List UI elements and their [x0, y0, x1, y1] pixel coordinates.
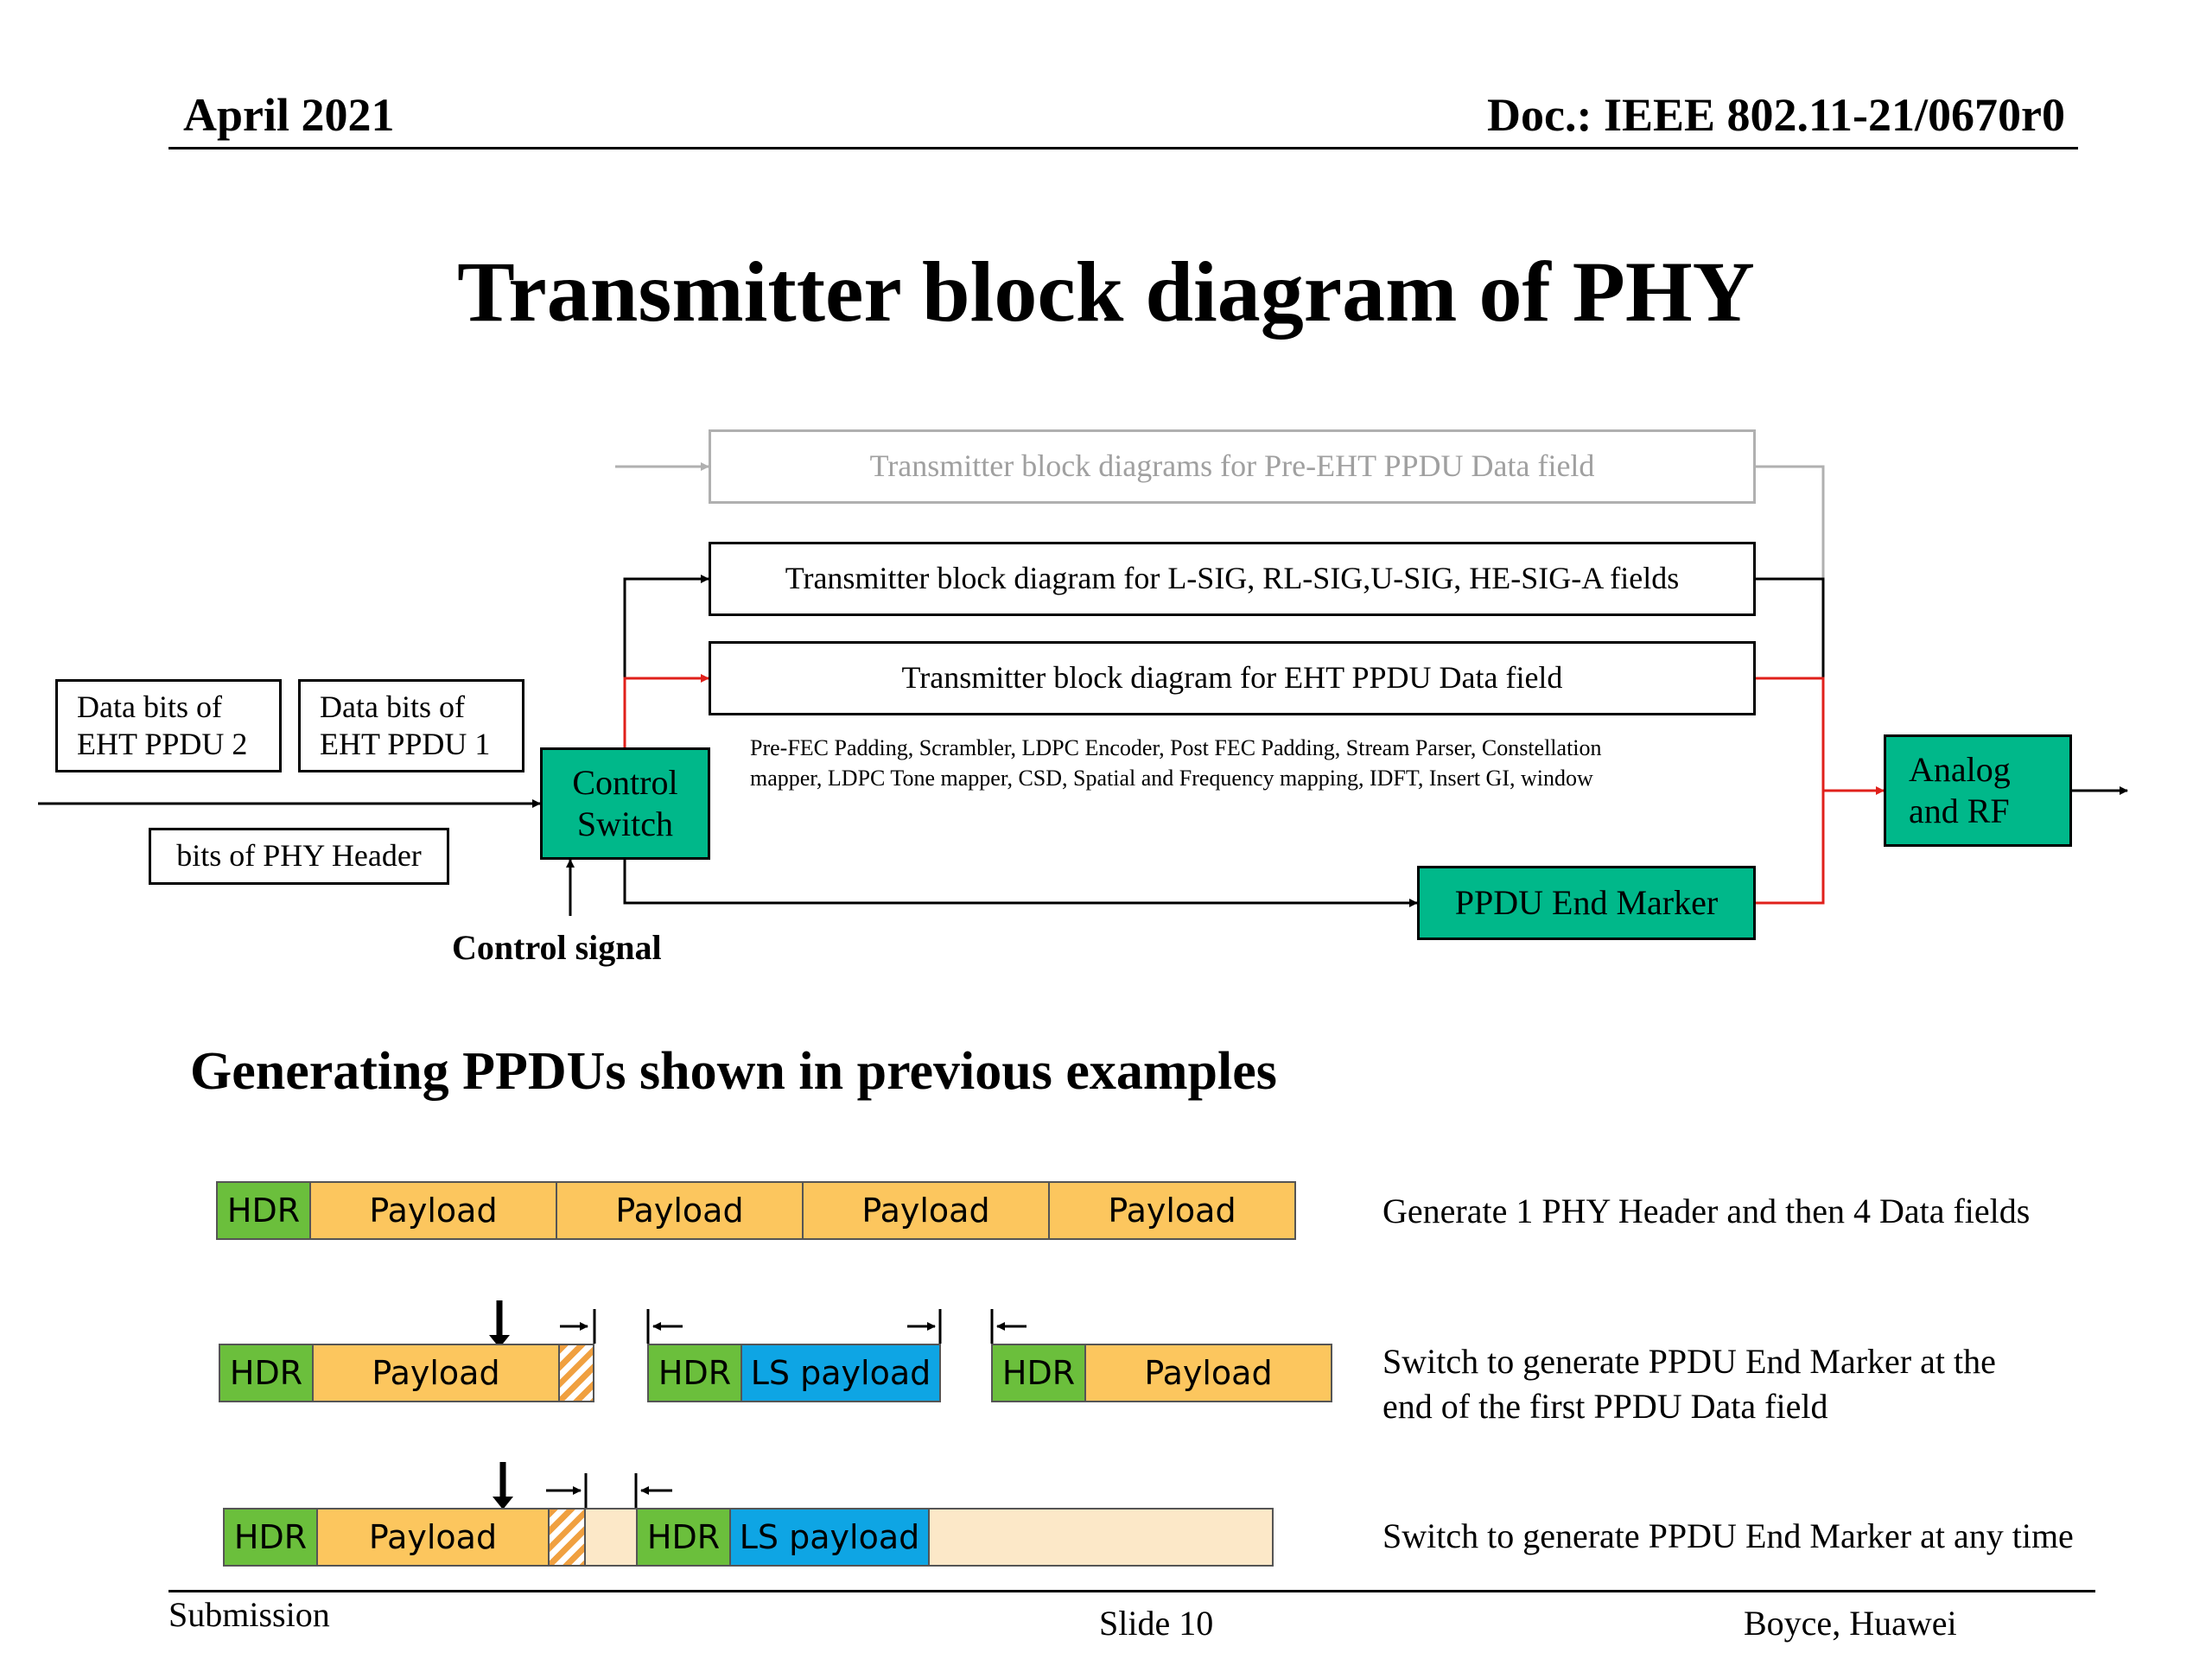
- row2-description-line2: end of the first PPDU Data field: [1382, 1387, 1828, 1426]
- header-doc-id: Doc.: IEEE 802.11-21/0670r0: [1487, 89, 2065, 141]
- row1-description: Generate 1 PHY Header and then 4 Data fi…: [1382, 1192, 2031, 1230]
- control-switch-line1: Control: [572, 763, 678, 802]
- eht-chain-note: Pre-FEC Padding, Scrambler, LDPC Encoder…: [750, 733, 1787, 793]
- row2-hdr-2: HDR: [647, 1344, 742, 1402]
- eht-data-block: Transmitter block diagram for EHT PPDU D…: [709, 641, 1756, 715]
- row3-end-marker-hatch: [548, 1508, 586, 1567]
- data-bits-2-line2: EHT PPDU 2: [77, 727, 248, 761]
- analog-rf-line1: Analog: [1909, 750, 2011, 789]
- eht-path: [623, 674, 709, 747]
- header-rule: [168, 147, 2078, 149]
- pre-eht-output-line: [1754, 465, 1825, 579]
- row3-idle-gap: [584, 1508, 638, 1567]
- phy-header-bits: bits of PHY Header: [149, 828, 449, 885]
- row2-ls-payload: LS payload: [741, 1344, 941, 1402]
- pre-eht-block-label: Transmitter block diagrams for Pre-EHT P…: [869, 448, 1595, 484]
- data-bits-2-line1: Data bits of: [77, 689, 222, 724]
- row1-hdr: HDR: [216, 1181, 311, 1240]
- row3-hdr-1: HDR: [223, 1508, 318, 1567]
- control-switch-line2: Switch: [576, 804, 674, 843]
- eht-chain-note-line2: mapper, LDPC Tone mapper, CSD, Spatial a…: [750, 766, 1593, 791]
- lsig-block-label: Transmitter block diagram for L-SIG, RL-…: [785, 561, 1680, 596]
- row2-description: Switch to generate PPDU End Marker at th…: [1382, 1339, 1996, 1429]
- control-signal-label: Control signal: [452, 928, 662, 967]
- row2-hdr-3: HDR: [991, 1344, 1086, 1402]
- ppdu-end-marker-label: PPDU End Marker: [1454, 883, 1719, 922]
- footer-author: Boyce, Huawei: [1744, 1604, 1957, 1643]
- row1-payload-1: Payload: [309, 1181, 557, 1240]
- row2-payload-2: Payload: [1084, 1344, 1332, 1402]
- end-marker-path: [623, 860, 1418, 907]
- phy-header-bits-label: bits of PHY Header: [176, 838, 422, 874]
- lsig-block: Transmitter block diagram for L-SIG, RL-…: [709, 542, 1756, 616]
- pre-eht-block: Transmitter block diagrams for Pre-EHT P…: [709, 429, 1756, 504]
- analog-rf-line2: and RF: [1909, 791, 2010, 830]
- row2-end-marker-hatch: [558, 1344, 594, 1402]
- footer-rule: [168, 1590, 2095, 1592]
- footer-slide-number: Slide 10: [1099, 1604, 1214, 1643]
- eht-chain-note-line1: Pre-FEC Padding, Scrambler, LDPC Encoder…: [750, 735, 1602, 760]
- eht-data-block-label: Transmitter block diagram for EHT PPDU D…: [901, 660, 1563, 696]
- header-date: April 2021: [183, 89, 395, 141]
- row3-payload: Payload: [316, 1508, 550, 1567]
- ppdu-end-marker-block: PPDU End Marker: [1417, 866, 1756, 940]
- page-title: Transmitter block diagram of PHY: [457, 244, 1755, 340]
- control-switch: Control Switch: [540, 747, 710, 860]
- data-bits-eht-ppdu-2: Data bits of EHT PPDU 2: [55, 679, 282, 772]
- row3-remaining-fill: [928, 1508, 1274, 1567]
- row1-payload-2: Payload: [556, 1181, 804, 1240]
- row2-description-line1: Switch to generate PPDU End Marker at th…: [1382, 1342, 1996, 1381]
- row2-hdr-1: HDR: [219, 1344, 314, 1402]
- row1-payload-3: Payload: [802, 1181, 1050, 1240]
- data-bits-1-line1: Data bits of: [320, 689, 465, 724]
- row3-description: Switch to generate PPDU End Marker at an…: [1382, 1516, 2074, 1555]
- data-bits-eht-ppdu-1: Data bits of EHT PPDU 1: [298, 679, 524, 772]
- analog-rf-block: Analog and RF: [1884, 734, 2072, 847]
- row3-ls-payload: LS payload: [729, 1508, 930, 1567]
- examples-heading: Generating PPDUs shown in previous examp…: [190, 1042, 1277, 1101]
- data-bits-1-line2: EHT PPDU 1: [320, 727, 491, 761]
- footer-submission: Submission: [168, 1595, 330, 1634]
- row1-payload-4: Payload: [1048, 1181, 1296, 1240]
- row3-hdr-2: HDR: [636, 1508, 731, 1567]
